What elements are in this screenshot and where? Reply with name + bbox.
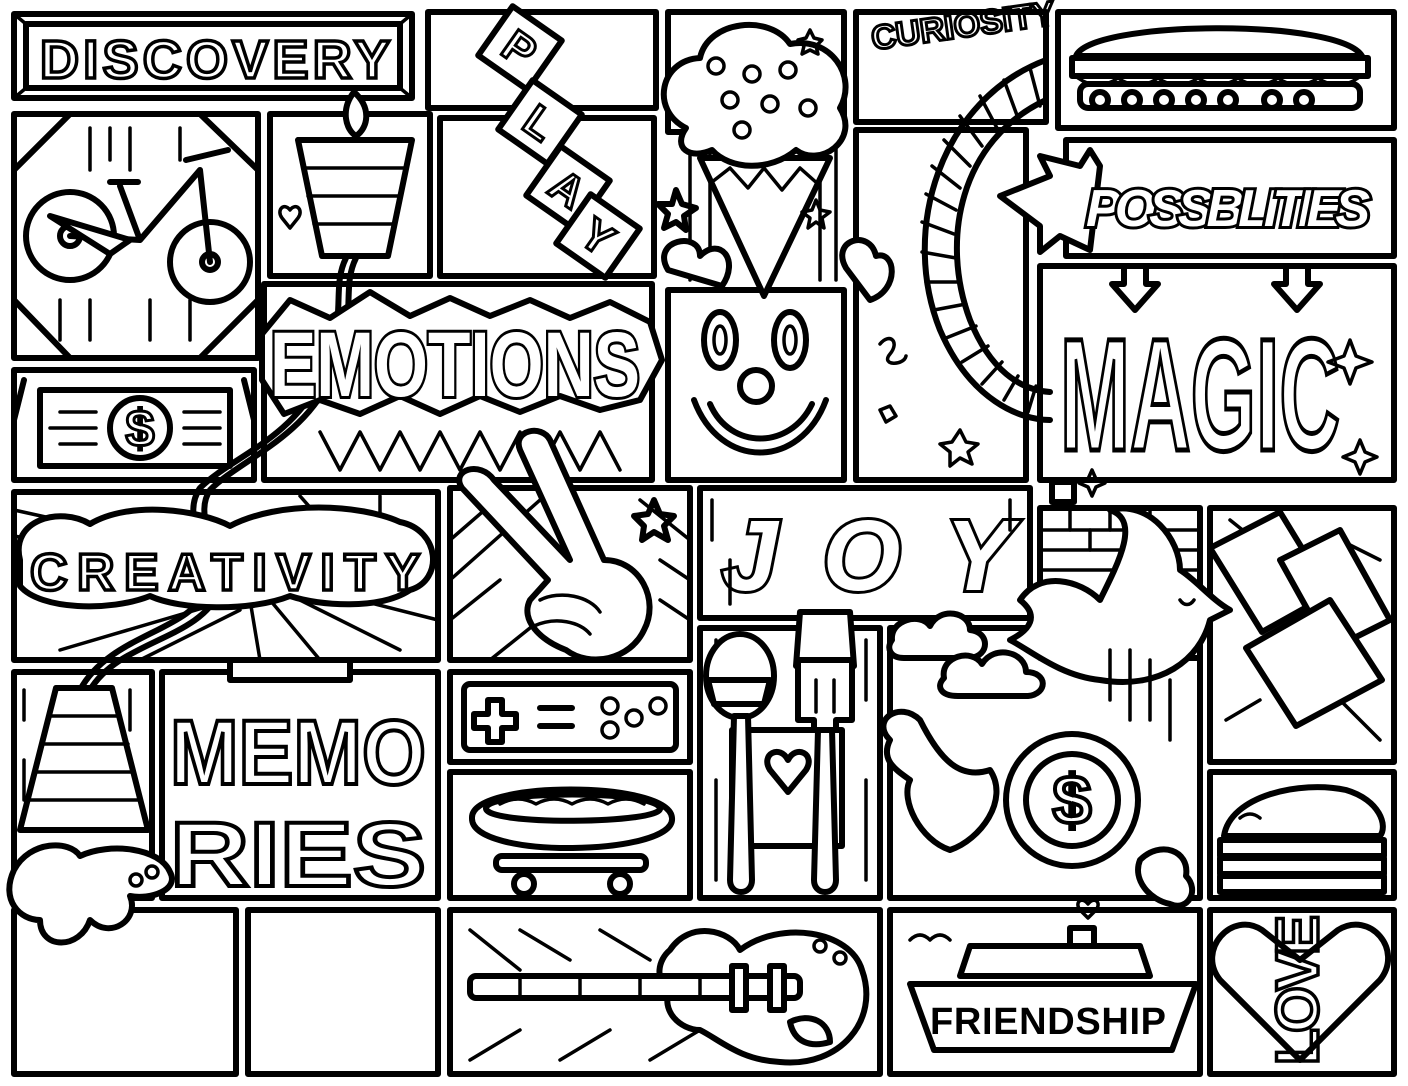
stacked-sandwich xyxy=(1217,784,1387,895)
bird-panel xyxy=(1007,479,1233,685)
creativity-word: CREATIVITY xyxy=(30,544,420,602)
dollar-sign-panel: $ xyxy=(11,377,257,469)
creativity-panel: CREATIVITY xyxy=(12,494,440,662)
bucket xyxy=(6,685,175,946)
candle-cup xyxy=(278,89,415,259)
bicycle-panel xyxy=(11,111,261,361)
paper-stack xyxy=(1207,509,1393,742)
emotions-word: EMOTIONS xyxy=(270,314,640,416)
love-heart: LOVE xyxy=(1209,913,1392,1067)
guitar xyxy=(467,928,870,1066)
joy-word: JOY xyxy=(722,500,1020,612)
dollar-symbol: $ xyxy=(126,400,155,458)
play-tiles: P L A Y xyxy=(475,3,643,281)
curiosity-panel: CURIOSITY xyxy=(867,0,1059,468)
magic-panel: MAGIC xyxy=(1058,303,1379,498)
peace-hand xyxy=(448,428,692,663)
clown-face xyxy=(661,237,895,456)
friendship-ship: FRIENDSHIP xyxy=(907,898,1199,1053)
possibilities-word: POSSBLITIES xyxy=(1086,180,1370,238)
joy-panel: JOY xyxy=(710,497,1023,615)
discovery-word: DISCOVERY xyxy=(40,30,390,90)
hot-dog xyxy=(468,786,675,897)
love-word: LOVE xyxy=(1264,915,1331,1065)
emotions-panel: EMOTIONS xyxy=(259,289,665,472)
curiosity-word: CURIOSITY xyxy=(869,0,1058,58)
spoon-and-fork xyxy=(703,609,868,895)
possibilities-panel: POSSBLITIES xyxy=(997,147,1373,313)
magic-word: MAGIC xyxy=(1060,305,1340,484)
friendship-word: FRIENDSHIP xyxy=(930,1001,1166,1043)
discovery-banner: DISCOVERY xyxy=(12,12,414,100)
clouds-and-coin: $ xyxy=(880,610,1196,909)
sandwich-sub xyxy=(1069,25,1371,111)
coin-dollar-symbol: $ xyxy=(1053,761,1092,839)
memories-panel: MEMO RIES xyxy=(168,657,428,908)
game-controller xyxy=(461,681,679,753)
ries-word: RIES xyxy=(170,804,426,906)
memo-word: MEMO xyxy=(170,702,426,804)
